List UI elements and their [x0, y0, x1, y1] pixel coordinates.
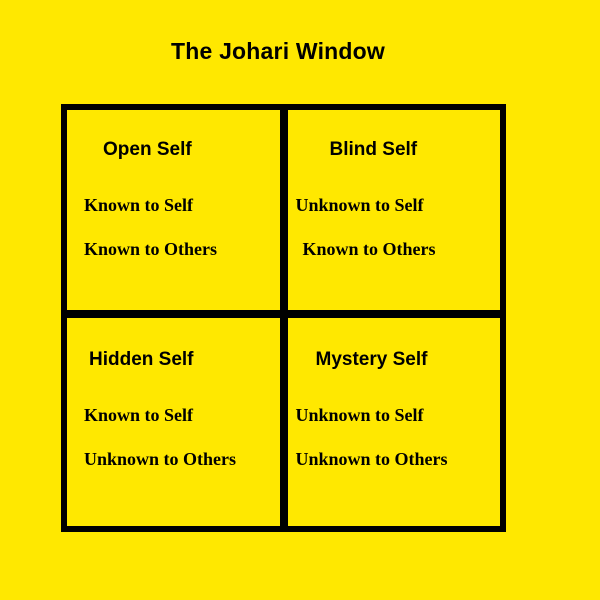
quadrant-mystery-self: Mystery Self Unknown to Self Unknown to …	[287, 318, 500, 526]
quadrant-mystery-self-line-2: Unknown to Others	[295, 449, 448, 470]
quadrant-blind-self: Blind Self Unknown to Self Known to Othe…	[287, 110, 500, 311]
quadrant-hidden-self: Hidden Self Known to Self Unknown to Oth…	[67, 318, 280, 526]
quadrant-mystery-self-line-1: Unknown to Self	[295, 405, 424, 426]
quadrant-open-self-line-1: Known to Self	[84, 195, 194, 215]
quadrant-hidden-self-line-1: Known to Self	[84, 405, 194, 426]
page-title: The Johari Window	[170, 38, 386, 64]
quadrant-blind-self-line-1: Unknown to Self	[295, 195, 424, 215]
quadrant-open-self-title: Open Self	[103, 139, 192, 160]
johari-window-grid: Open Self Known to Self Known to Others …	[61, 104, 506, 532]
quadrant-hidden-self-title: Hidden Self	[89, 349, 194, 371]
quadrant-blind-self-title: Blind Self	[329, 139, 418, 160]
quadrant-blind-self-line-2: Known to Others	[302, 239, 436, 259]
quadrant-mystery-self-title: Mystery Self	[315, 349, 428, 371]
quadrant-open-self-line-2: Known to Others	[84, 239, 218, 259]
quadrant-hidden-self-line-2: Unknown to Others	[84, 449, 237, 470]
quadrant-open-self: Open Self Known to Self Known to Others	[67, 110, 280, 311]
